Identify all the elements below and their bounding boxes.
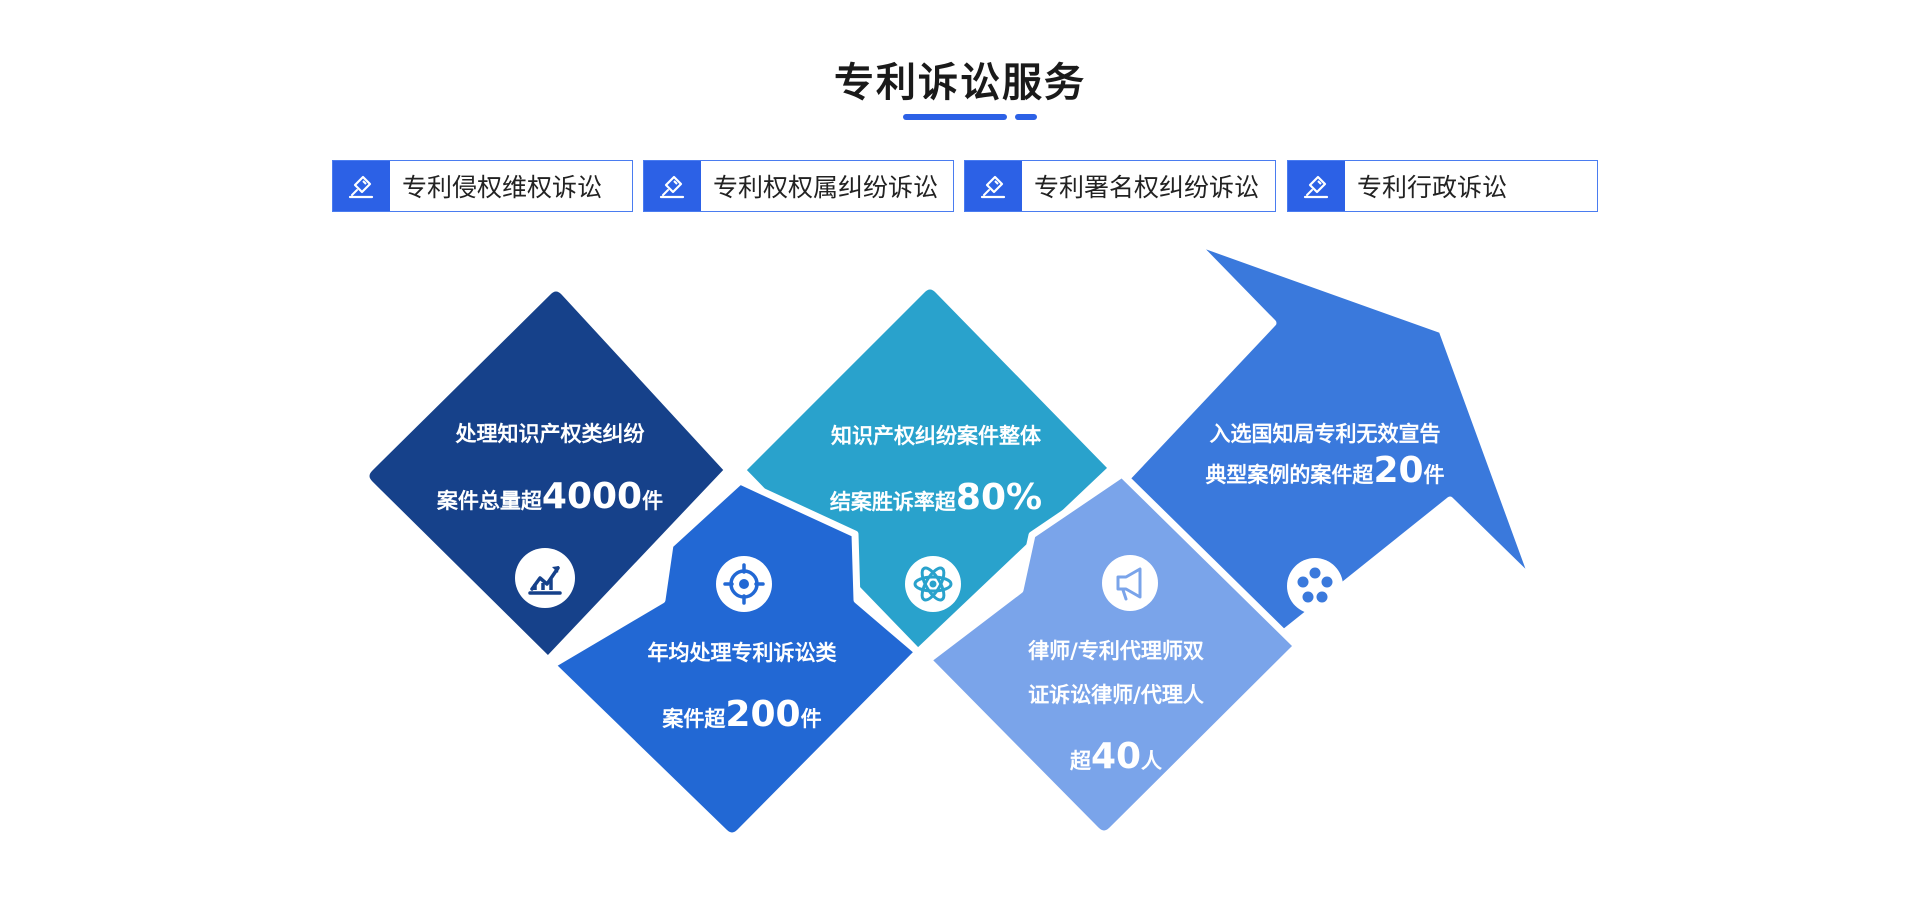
- tag-label: 专利侵权维权诉讼: [402, 173, 603, 202]
- gavel-icon: [965, 161, 1022, 211]
- gavel-icon: [1288, 161, 1345, 211]
- page-title: 专利诉讼服务: [834, 60, 1086, 106]
- service-tags: 专利侵权维权诉讼 专利权权属纠纷诉讼 专利署名权纠纷诉讼 专利行政诉讼: [0, 160, 1920, 216]
- navy-panel-unit: 件: [642, 489, 663, 513]
- teal-panel-prefix: 结案胜诉率超: [830, 490, 957, 514]
- arrow-panel-line2: 典型案例的案件超20件: [1205, 450, 1444, 491]
- arrow-panel: [1121, 237, 1538, 652]
- megaphone-icon: [1102, 555, 1158, 611]
- gavel-icon: [644, 161, 701, 211]
- navy-panel-line1: 处理知识产权类纠纷: [455, 422, 645, 446]
- blue-panel-unit: 件: [801, 707, 822, 731]
- target-icon: [716, 556, 772, 612]
- arrow-panel-unit: 件: [1424, 463, 1445, 487]
- navy-diamond-panel: [362, 284, 732, 664]
- title-underline-long: [903, 114, 1007, 120]
- navy-panel-number: 4000: [542, 476, 642, 517]
- teal-panel-line1: 知识产权纠纷案件整体: [831, 424, 1042, 448]
- light-panel-line1: 律师/专利代理师双: [1028, 639, 1204, 663]
- blue-diamond-panel: [548, 477, 922, 840]
- arrow-panel-prefix: 典型案例的案件超: [1205, 463, 1374, 487]
- light-panel-number: 40: [1091, 736, 1141, 777]
- light-panel-unit: 人: [1141, 749, 1162, 773]
- light-panel-line3: 超40人: [1070, 736, 1162, 777]
- blue-panel-number: 200: [725, 694, 800, 735]
- title-section: 专利诉讼服务: [0, 50, 1920, 108]
- tag-authorship-dispute[interactable]: 专利署名权纠纷诉讼: [964, 160, 1276, 212]
- arrow-panel-number: 20: [1373, 450, 1423, 491]
- tag-infringement-litigation[interactable]: 专利侵权维权诉讼: [332, 160, 633, 212]
- arrow-panel-line1: 入选国知局专利无效宣告: [1210, 422, 1441, 446]
- tag-ownership-dispute[interactable]: 专利权权属纠纷诉讼: [643, 160, 954, 212]
- tag-label: 专利署名权纠纷诉讼: [1034, 173, 1260, 202]
- teal-panel-number: 80%: [956, 477, 1042, 518]
- tag-label: 专利权权属纠纷诉讼: [713, 173, 939, 202]
- light-panel-line2: 证诉讼律师/代理人: [1028, 683, 1204, 707]
- atom-icon: [905, 556, 961, 612]
- blue-panel-prefix: 案件超: [661, 707, 726, 731]
- navy-panel-prefix: 案件总量超: [436, 489, 543, 513]
- film-reel-icon: [1287, 558, 1343, 614]
- navy-panel-line2: 案件总量超4000件: [436, 476, 663, 517]
- teal-panel-line2: 结案胜诉率超80%: [830, 477, 1042, 518]
- light-panel-prefix: 超: [1070, 749, 1092, 773]
- blue-panel-line1: 年均处理专利诉讼类: [648, 641, 838, 665]
- blue-panel-line2: 案件超200件: [661, 694, 821, 735]
- lightblue-diamond-panel: [924, 470, 1301, 838]
- tag-administrative-litigation[interactable]: 专利行政诉讼: [1287, 160, 1598, 212]
- title-underline-short: [1015, 114, 1037, 120]
- tag-label: 专利行政诉讼: [1357, 173, 1508, 202]
- gavel-icon: [333, 161, 390, 211]
- trend-chart-icon: [515, 548, 575, 608]
